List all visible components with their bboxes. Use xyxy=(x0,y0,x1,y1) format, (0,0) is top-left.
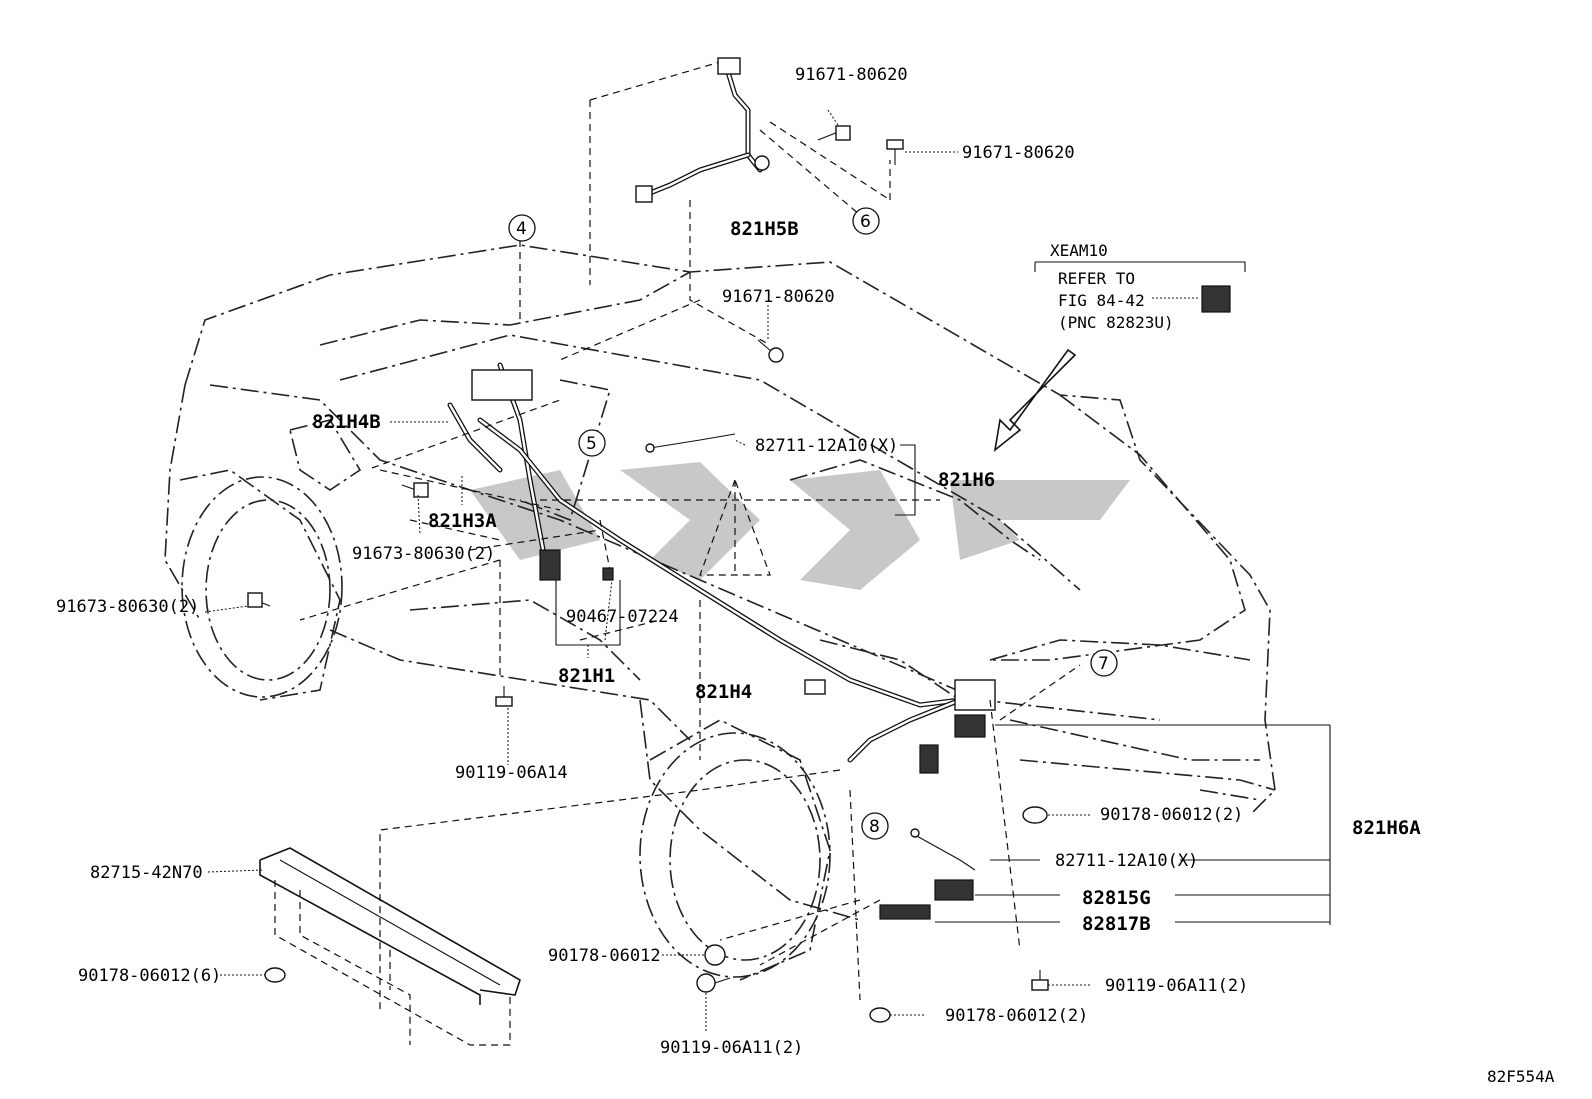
svg-text:7: 7 xyxy=(1098,654,1109,674)
part-label: 91671-80620 xyxy=(795,65,908,85)
group-label-821h1: 821H1 xyxy=(558,665,615,687)
label-leaders xyxy=(204,109,1331,1032)
group-label-821h4b: 821H4B xyxy=(312,411,381,433)
svg-text:8: 8 xyxy=(869,817,880,837)
part-label: 90178-06012(2) xyxy=(1100,805,1243,825)
bolt-icon xyxy=(817,125,851,141)
callout-5: 5 xyxy=(578,429,606,457)
sensor-82815g xyxy=(934,879,974,901)
bolt-icon xyxy=(1031,970,1049,991)
undercover-82715 xyxy=(259,847,521,1046)
harness-821h4 xyxy=(447,362,996,774)
callout-6: 6 xyxy=(852,207,880,235)
tie-82711-lower xyxy=(910,828,976,871)
refer-note-line1: REFER TO xyxy=(1058,269,1135,288)
svg-text:5: 5 xyxy=(586,434,597,454)
part-label: 90178-06012(6) xyxy=(78,966,221,986)
detail-box-821h5b xyxy=(589,61,891,346)
part-label: 91671-80620 xyxy=(722,287,835,307)
part-label: 82715-42N70 xyxy=(90,863,203,883)
part-label: 82711-12A10(X) xyxy=(755,436,898,456)
model-code: XEAM10 xyxy=(1050,241,1108,260)
part-label: 90119-06A11(2) xyxy=(660,1038,803,1058)
callout-8: 8 xyxy=(861,812,889,840)
group-label-82817b: 82817B xyxy=(1082,913,1151,935)
front-wheel xyxy=(179,469,343,701)
bolt-icon xyxy=(247,592,271,608)
bolt-icon xyxy=(757,339,784,363)
svg-text:4: 4 xyxy=(516,219,527,239)
rear-wheel xyxy=(639,719,831,981)
group-label-821h6: 821H6 xyxy=(938,469,995,491)
bolt-icon xyxy=(401,482,429,498)
bracket-82817b xyxy=(879,904,931,920)
group-label-821h3a: 821H3A xyxy=(428,510,497,532)
group-label-821h6a: 821H6A xyxy=(1352,817,1421,839)
part-label: 82711-12A10(X) xyxy=(1055,851,1198,871)
part-label: 91671-80620 xyxy=(962,143,1075,163)
part-label: 90119-06A14 xyxy=(455,763,568,783)
refer-note-line2: FIG 84-42 xyxy=(1058,291,1145,310)
figure-id: 82F554A xyxy=(1487,1067,1555,1086)
nut-icon xyxy=(1022,806,1048,824)
part-label: 90178-06012 xyxy=(548,946,661,966)
part-label: 91673-80630(2) xyxy=(56,597,199,617)
tie-82711-upper xyxy=(645,433,736,453)
callout-7: 7 xyxy=(1090,649,1118,677)
assembly-lines xyxy=(299,240,1081,1010)
nut-icon xyxy=(264,967,286,983)
nut-icon xyxy=(869,1007,891,1023)
nut-icon xyxy=(704,944,726,966)
bolt-icon xyxy=(886,139,904,165)
clip-icon xyxy=(602,567,614,581)
arrow-icon xyxy=(993,348,1077,452)
bolt-icon xyxy=(495,686,513,707)
callout-4: 4 xyxy=(508,214,536,242)
bolt-icon xyxy=(696,973,731,993)
connector-82823u xyxy=(1201,285,1231,313)
group-label-82815g: 82815G xyxy=(1082,887,1151,909)
watermark-logo xyxy=(470,462,1130,590)
group-label-821h4: 821H4 xyxy=(695,681,752,703)
part-label: 90119-06A11(2) xyxy=(1105,976,1248,996)
refer-note-line3: (PNC 82823U) xyxy=(1058,313,1174,332)
group-label-821h5b: 821H5B xyxy=(730,218,799,240)
harness-821h5b xyxy=(635,57,770,203)
part-label: 90178-06012(2) xyxy=(945,1006,1088,1026)
part-label: 91673-80630(2) xyxy=(352,544,495,564)
part-label: 90467-07224 xyxy=(566,607,679,627)
svg-text:6: 6 xyxy=(860,212,871,232)
